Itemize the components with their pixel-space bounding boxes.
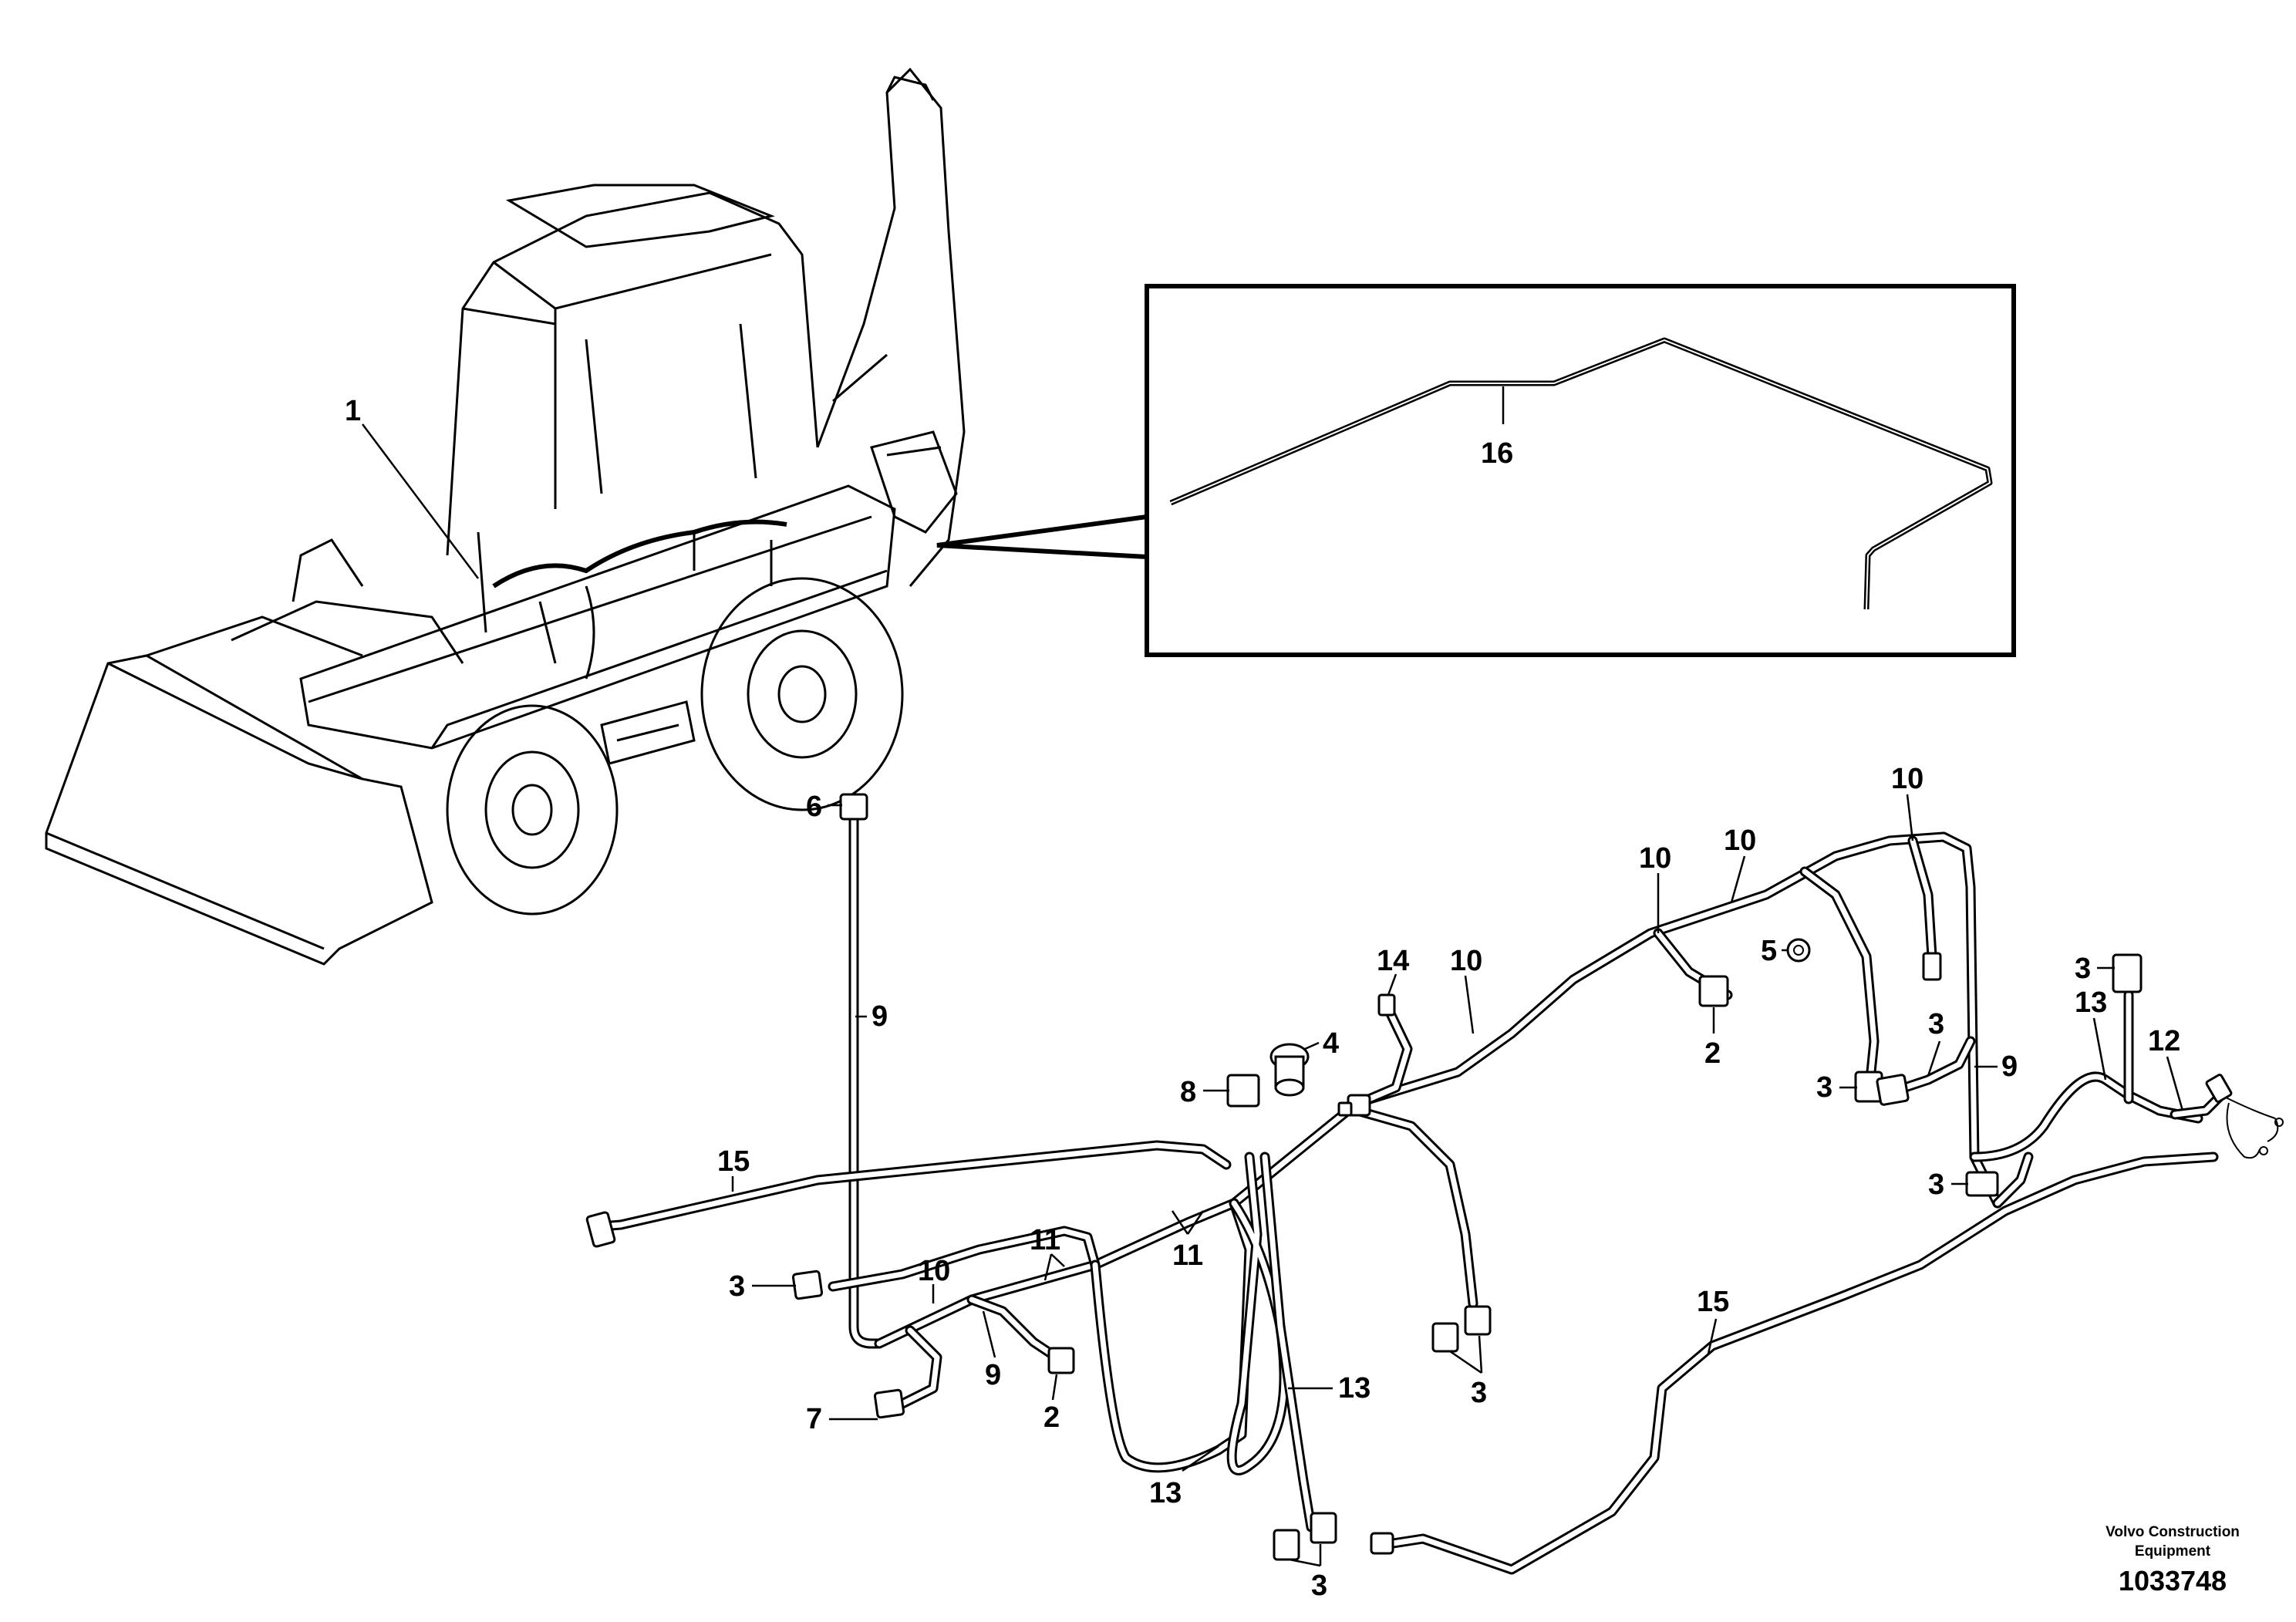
- callout-9: 9: [985, 1359, 1001, 1391]
- callout-5: 5: [1761, 935, 1777, 967]
- connector-plug-icon: [1047, 1347, 1075, 1374]
- callout-11: 11: [1030, 1224, 1060, 1256]
- callout-9: 9: [2001, 1050, 2018, 1083]
- callout-14: 14: [1377, 945, 1409, 977]
- credit-line-2: Equipment: [2135, 1543, 2211, 1560]
- connector-plug-icon: [1922, 952, 1942, 981]
- callout-1: 1: [345, 395, 361, 427]
- callout-15: 15: [717, 1145, 750, 1178]
- callout-13: 13: [1149, 1477, 1182, 1509]
- connector-plug-icon: [2112, 953, 2143, 993]
- callout-3: 3: [729, 1270, 745, 1303]
- connector-plug-icon: [1965, 1171, 1999, 1197]
- connector-plug-icon: [1876, 1074, 1910, 1106]
- backhoe-loader-illustration: [45, 67, 966, 966]
- leader-lines: [362, 423, 2184, 1567]
- callout-9: 9: [872, 1000, 888, 1033]
- credit-block: Volvo Construction Equipment 1033748: [2106, 1524, 2240, 1597]
- connector-plug-icon: [839, 793, 868, 821]
- callout-11: 11: [1172, 1239, 1203, 1272]
- connector-plug-icon: [1464, 1305, 1492, 1336]
- connector-plug-icon: [1698, 975, 1729, 1007]
- document-number: 1033748: [2119, 1565, 2227, 1597]
- callout-3: 3: [1928, 1168, 1944, 1201]
- callout-10: 10: [1724, 824, 1756, 857]
- connector-plug-icon: [1377, 993, 1396, 1017]
- credit-line-1: Volvo Construction: [2106, 1524, 2240, 1540]
- callout-10: 10: [1639, 842, 1671, 875]
- connectors: [585, 793, 2233, 1561]
- callout-3: 3: [2075, 953, 2091, 985]
- harness-assembly: [596, 814, 2284, 1575]
- callout-3: 3: [1816, 1071, 1832, 1104]
- callout-16: 16: [1481, 437, 1513, 470]
- inset-frame: [1145, 284, 2016, 657]
- callout-10: 10: [918, 1255, 950, 1287]
- connector-plug-icon: [585, 1211, 616, 1248]
- callout-13: 13: [2075, 986, 2107, 1019]
- callout-2: 2: [1704, 1037, 1721, 1070]
- callout-4: 4: [1323, 1027, 1339, 1060]
- connector-plug-icon: [1431, 1322, 1459, 1353]
- callout-3: 3: [1471, 1377, 1487, 1409]
- detail-inset: [936, 284, 2016, 657]
- callout-3: 3: [1311, 1570, 1327, 1602]
- callout-7: 7: [806, 1403, 822, 1435]
- inset-pointer: [936, 514, 1148, 559]
- connector-plug-icon: [1269, 1043, 1310, 1097]
- callout-8: 8: [1180, 1076, 1196, 1108]
- callout-3: 3: [1928, 1008, 1944, 1040]
- callout-15: 15: [1697, 1286, 1729, 1318]
- connector-plug-icon: [791, 1270, 824, 1300]
- callout-10: 10: [1891, 763, 1923, 795]
- callout-10: 10: [1450, 945, 1482, 977]
- callout-2: 2: [1043, 1401, 1060, 1434]
- connector-plug-icon: [873, 1388, 905, 1419]
- connector-plug-icon: [1273, 1529, 1300, 1561]
- callout-13: 13: [1338, 1372, 1371, 1404]
- connector-plug-icon: [2205, 1074, 2233, 1103]
- connector-plug-icon: [1226, 1074, 1260, 1108]
- connector-plug-icon: [1310, 1512, 1337, 1544]
- connector-plug-icon: [1370, 1532, 1394, 1555]
- callout-6: 6: [806, 791, 822, 823]
- callout-12: 12: [2148, 1025, 2180, 1057]
- ring-terminal-icon: [1786, 938, 1811, 963]
- callout-labels: 1 16 6 9 15 3 7 10 9 11 2 8 4 11 13 13 3…: [345, 395, 2180, 1602]
